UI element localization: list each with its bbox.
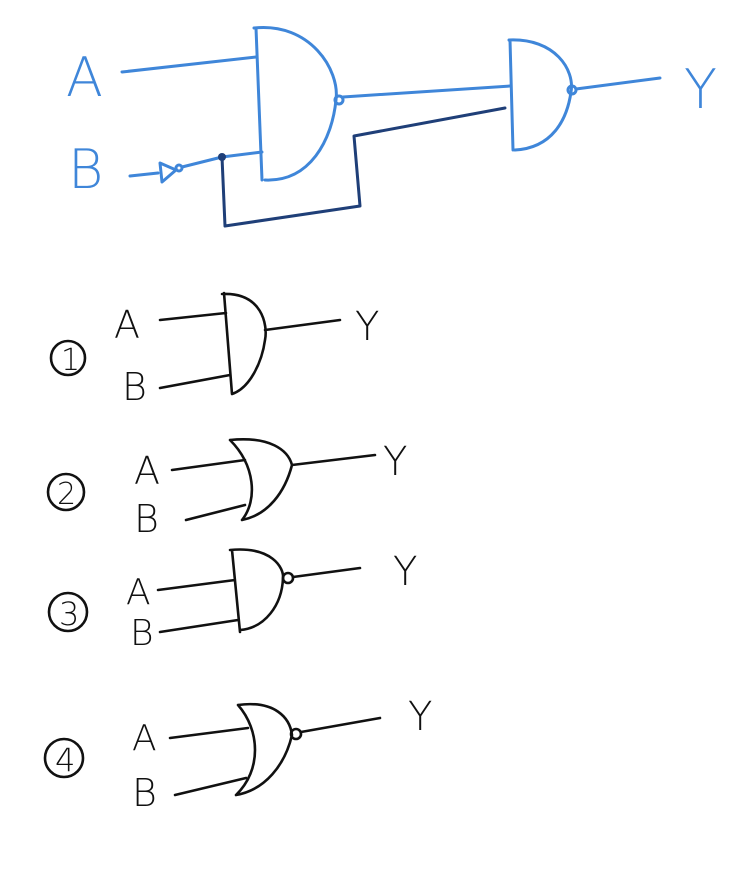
nand-bubble <box>281 571 295 585</box>
circuit-input-a-label: A <box>66 46 103 109</box>
nand-output-wire <box>291 566 362 579</box>
option-4-circle <box>43 737 85 779</box>
option-4-number: 4 <box>55 741 75 779</box>
main-circuit: A B Y <box>66 26 717 228</box>
option-3-b-label: B <box>130 613 154 654</box>
wire-output-y <box>574 76 662 91</box>
nand-gate <box>156 548 285 634</box>
option-2-number: 2 <box>57 477 76 512</box>
nor-bubble <box>289 727 303 741</box>
option-1-b-label: B <box>122 365 147 409</box>
option-3[interactable]: 3 A B Y <box>47 548 417 654</box>
option-3-y-label: Y <box>393 549 417 595</box>
option-2-y-label: Y <box>383 439 407 485</box>
option-2-a-label: A <box>134 449 160 493</box>
option-2-circle <box>46 472 86 512</box>
option-4-y-label: Y <box>408 694 432 740</box>
inverter-gate <box>158 161 178 184</box>
feedback-wire <box>220 106 507 228</box>
circuit-input-b-label: B <box>68 138 103 201</box>
option-1-a-label: A <box>114 303 140 347</box>
option-3-circle <box>47 591 89 633</box>
or-gate <box>170 438 377 522</box>
option-4-b-label: B <box>132 771 157 815</box>
wire-b <box>128 171 160 178</box>
nand-gate-1-bubble <box>333 94 345 106</box>
option-2-b-label: B <box>134 497 159 541</box>
option-4-a-label: A <box>132 718 157 759</box>
and-gate <box>158 291 342 396</box>
option-1[interactable]: 1 A B Y <box>49 291 379 409</box>
nor-output-wire <box>299 716 382 734</box>
circuit-output-y-label: Y <box>684 58 717 121</box>
wire-gate1-to-gate2 <box>341 84 512 99</box>
nor-gate <box>168 702 294 797</box>
option-3-a-label: A <box>126 572 151 613</box>
nand-gate-2 <box>507 38 573 152</box>
option-1-circle <box>49 339 87 377</box>
option-4[interactable]: 4 A B Y <box>43 694 432 815</box>
option-2[interactable]: 2 A B Y <box>46 438 407 541</box>
option-1-y-label: Y <box>355 304 379 350</box>
wire-a <box>120 55 258 74</box>
nand-gate-1 <box>252 26 338 182</box>
option-1-number: 1 <box>61 343 80 378</box>
option-3-number: 3 <box>59 595 79 633</box>
